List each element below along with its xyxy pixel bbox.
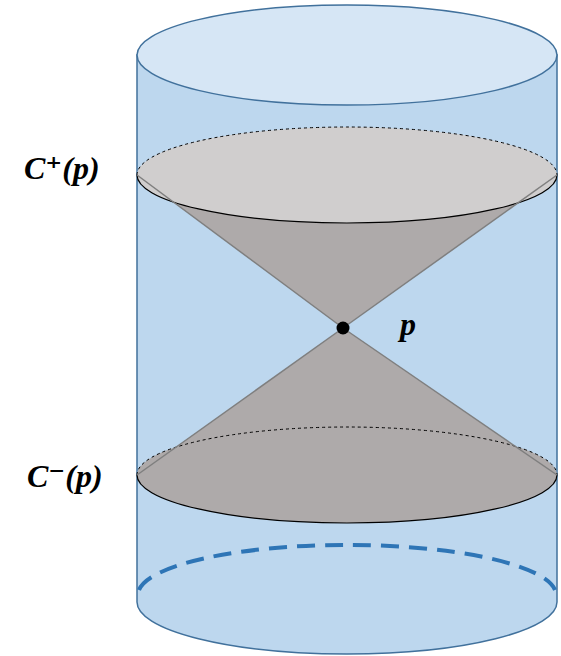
past-cone-front-rim <box>137 475 557 523</box>
point-label: p <box>400 308 416 340</box>
future-cone-back-rim <box>137 127 557 175</box>
cylinder-bottom-back <box>139 545 555 590</box>
cone-edge <box>137 328 343 475</box>
event-point <box>337 322 350 335</box>
cylinder-body <box>137 55 557 654</box>
cone-edge <box>343 175 557 328</box>
past-cone-label: C⁻(p) <box>27 460 103 492</box>
past-cone-back-rim <box>137 427 557 475</box>
future-cone-front-rim <box>137 175 557 223</box>
future-cone-top <box>137 127 557 223</box>
cylinder-top <box>137 5 557 105</box>
future-cone-label: C⁺(p) <box>24 152 100 184</box>
cone-edge <box>343 328 557 475</box>
cone-edge <box>137 175 343 328</box>
past-cone <box>137 328 557 475</box>
